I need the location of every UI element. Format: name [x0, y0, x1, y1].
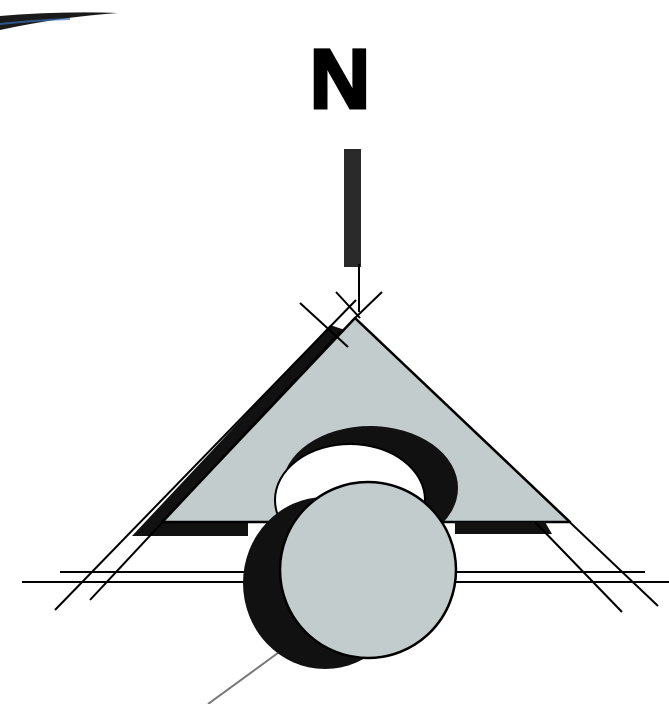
- corner-brush-stroke: [0, 12, 118, 30]
- diagonal-right-inner: [535, 522, 622, 612]
- apex-tick-mid: [336, 292, 360, 318]
- north-label: N: [310, 32, 371, 126]
- lower-circle-face: [280, 482, 456, 658]
- north-pointer-bar: [344, 149, 361, 267]
- tail-line: [208, 650, 282, 704]
